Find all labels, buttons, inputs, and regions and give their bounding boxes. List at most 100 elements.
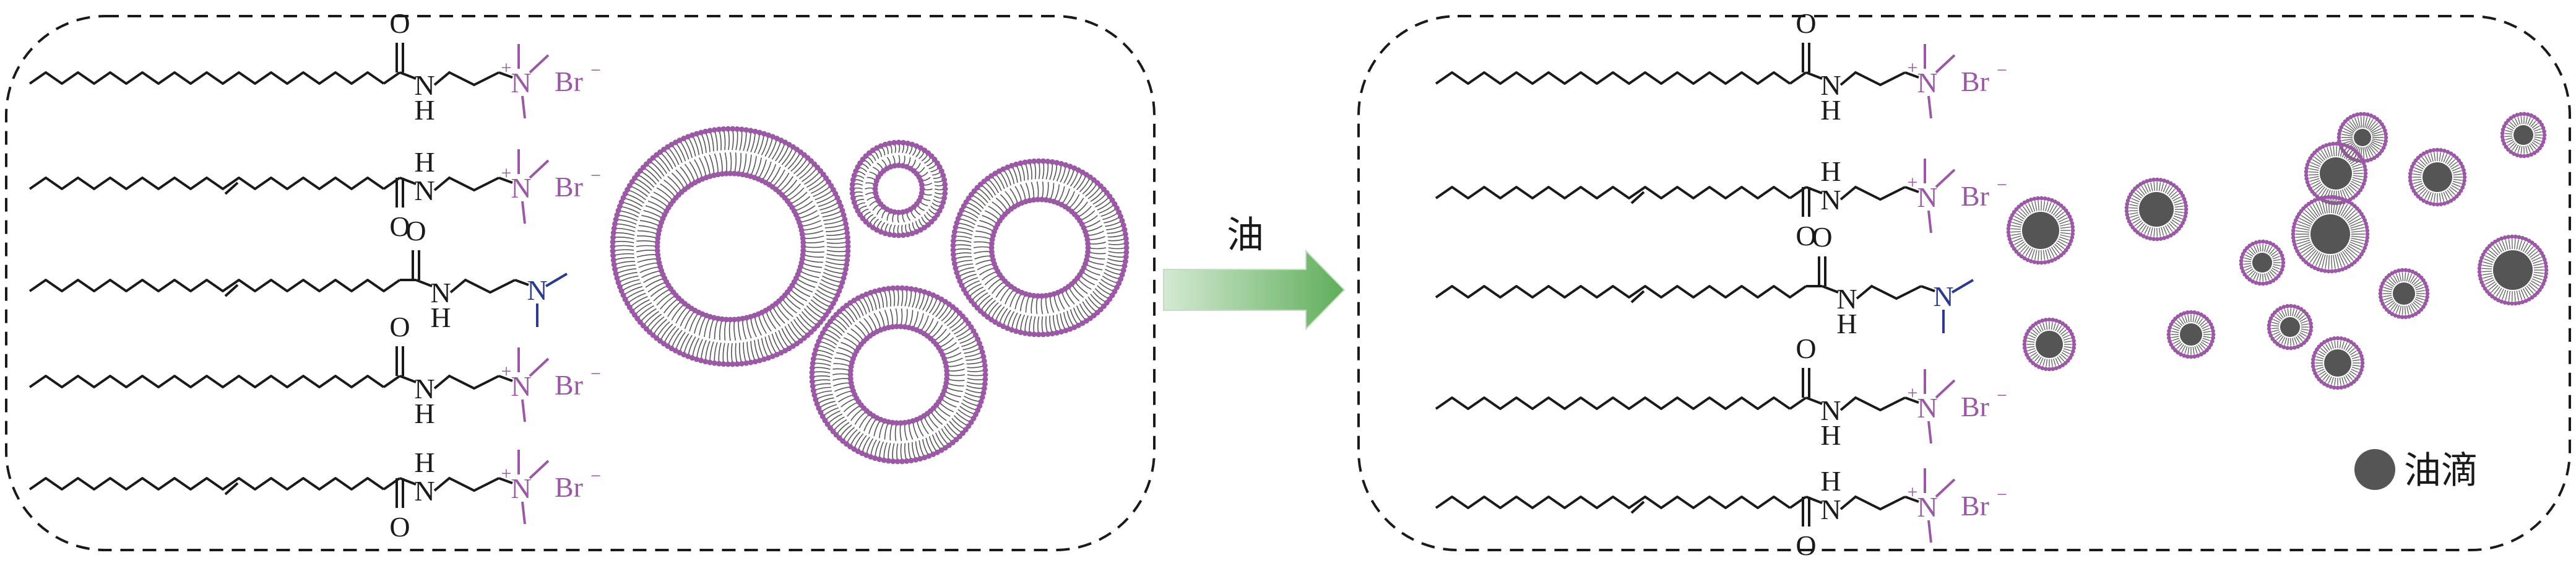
alkyl-tail: [1435, 496, 1791, 509]
alkyl-tail: [1435, 396, 1791, 410]
alkyl-tail: [28, 177, 385, 190]
oil-droplet-micelle: [2006, 196, 2075, 265]
oil-core: [2310, 214, 2350, 254]
quaternary-nitrogen-label: N: [1917, 392, 1937, 424]
amine-nitrogen-label: N: [527, 274, 547, 306]
legend-label: 油滴: [2404, 449, 2478, 492]
amide-hydrogen-label: H: [1820, 155, 1841, 187]
bromide-counterion-label: Br: [1961, 66, 1989, 97]
amide-nitrogen-label: N: [1820, 69, 1841, 101]
amide-hydrogen-label: H: [414, 94, 434, 126]
amide-nitrogen-label: N: [414, 373, 434, 404]
bromide-counterion-label: Br: [555, 66, 583, 97]
amide-nitrogen-label: N: [414, 475, 434, 507]
alkyl-tail: [28, 71, 385, 85]
double-bond: [1630, 500, 1645, 514]
left-panel-frame: [5, 15, 1156, 551]
oil-droplet-micelle: [2336, 111, 2388, 164]
positive-charge-label: +: [1908, 482, 1918, 502]
quaternary-nitrogen-label: N: [1917, 67, 1937, 98]
positive-charge-label: +: [1908, 58, 1918, 78]
quaternary-nitrogen-label: N: [511, 172, 531, 204]
bromide-counterion-label: Br: [555, 471, 583, 503]
amide-hydrogen-label: H: [1820, 419, 1841, 451]
amide-hydrogen-label: H: [414, 398, 434, 429]
amide-hydrogen-label: H: [1836, 308, 1857, 339]
negative-charge-label: −: [590, 364, 601, 384]
quaternary-nitrogen-label: N: [1917, 491, 1937, 523]
alkyl-tail: [28, 477, 385, 491]
oil-core: [2324, 349, 2351, 377]
amide-hydrogen-label: H: [1820, 94, 1841, 126]
positive-charge-label: +: [1908, 172, 1918, 193]
amide-nitrogen-label: N: [414, 69, 434, 101]
right-panel-frame: [1357, 15, 2571, 551]
oil-droplet-micelle: [2267, 304, 2314, 351]
oil-droplet-micelle: [2239, 239, 2286, 286]
vesicle: [950, 158, 1130, 338]
quaternary-nitrogen-label: N: [511, 67, 531, 98]
carbonyl-oxygen-label: O: [389, 511, 410, 543]
vesicle: [809, 285, 988, 465]
oil-droplet-micelle: [2022, 317, 2077, 372]
oil-core: [2180, 323, 2202, 346]
oil-core: [2493, 250, 2533, 290]
carbonyl-oxygen-label: O: [405, 215, 426, 247]
double-bond: [1630, 191, 1645, 204]
negative-charge-label: −: [590, 165, 601, 186]
oil-core: [2036, 331, 2063, 358]
oil-core: [2423, 162, 2452, 192]
amide-nitrogen-label: N: [1820, 184, 1841, 216]
alkyl-tail: [1435, 285, 1807, 299]
negative-charge-label: −: [1997, 60, 2007, 81]
positive-charge-label: +: [501, 58, 512, 78]
carbonyl-oxygen-label: O: [389, 7, 410, 39]
oil-droplet-micelle: [2124, 177, 2189, 242]
amide-hydrogen-label: H: [1820, 465, 1841, 497]
oil-core: [2022, 212, 2059, 249]
quaternary-nitrogen-label: N: [511, 370, 531, 402]
carbonyl-oxygen-label: O: [1796, 7, 1816, 39]
vesicle-assemblies: [610, 126, 1130, 465]
carbonyl-oxygen-label: O: [389, 211, 410, 242]
positive-charge-label: +: [501, 463, 512, 484]
double-bond: [1630, 290, 1645, 304]
vesicle: [610, 126, 851, 367]
carbonyl-oxygen-label: O: [389, 311, 410, 343]
negative-charge-label: −: [590, 60, 601, 81]
oil-droplet-micelle: [2310, 336, 2365, 390]
bromide-counterion-label: Br: [555, 171, 583, 203]
arrow-label: 油: [1227, 214, 1264, 257]
amide-nitrogen-label: N: [430, 277, 451, 308]
oil-core: [2139, 192, 2174, 227]
carbonyl-oxygen-label: O: [1796, 220, 1816, 251]
amine-nitrogen-label: N: [1933, 281, 1953, 312]
oil-core: [2513, 125, 2533, 145]
amide-hydrogen-label: H: [414, 447, 434, 478]
alkyl-tail: [1435, 71, 1791, 85]
oil-droplet-micelle: [2477, 234, 2549, 306]
alkyl-tail: [1435, 186, 1791, 199]
oil-core: [2393, 282, 2415, 305]
carbonyl-oxygen-label: O: [1796, 333, 1816, 364]
alkyl-tail: [28, 279, 401, 292]
amide-nitrogen-label: N: [414, 175, 434, 206]
positive-charge-label: +: [501, 361, 512, 382]
process-arrow: [1163, 249, 1346, 331]
carbonyl-oxygen-label: O: [1812, 221, 1832, 253]
oil-core: [2354, 129, 2371, 146]
double-bond: [224, 284, 239, 297]
double-bond: [224, 181, 239, 195]
oil-droplet-micelle: [2166, 310, 2216, 359]
